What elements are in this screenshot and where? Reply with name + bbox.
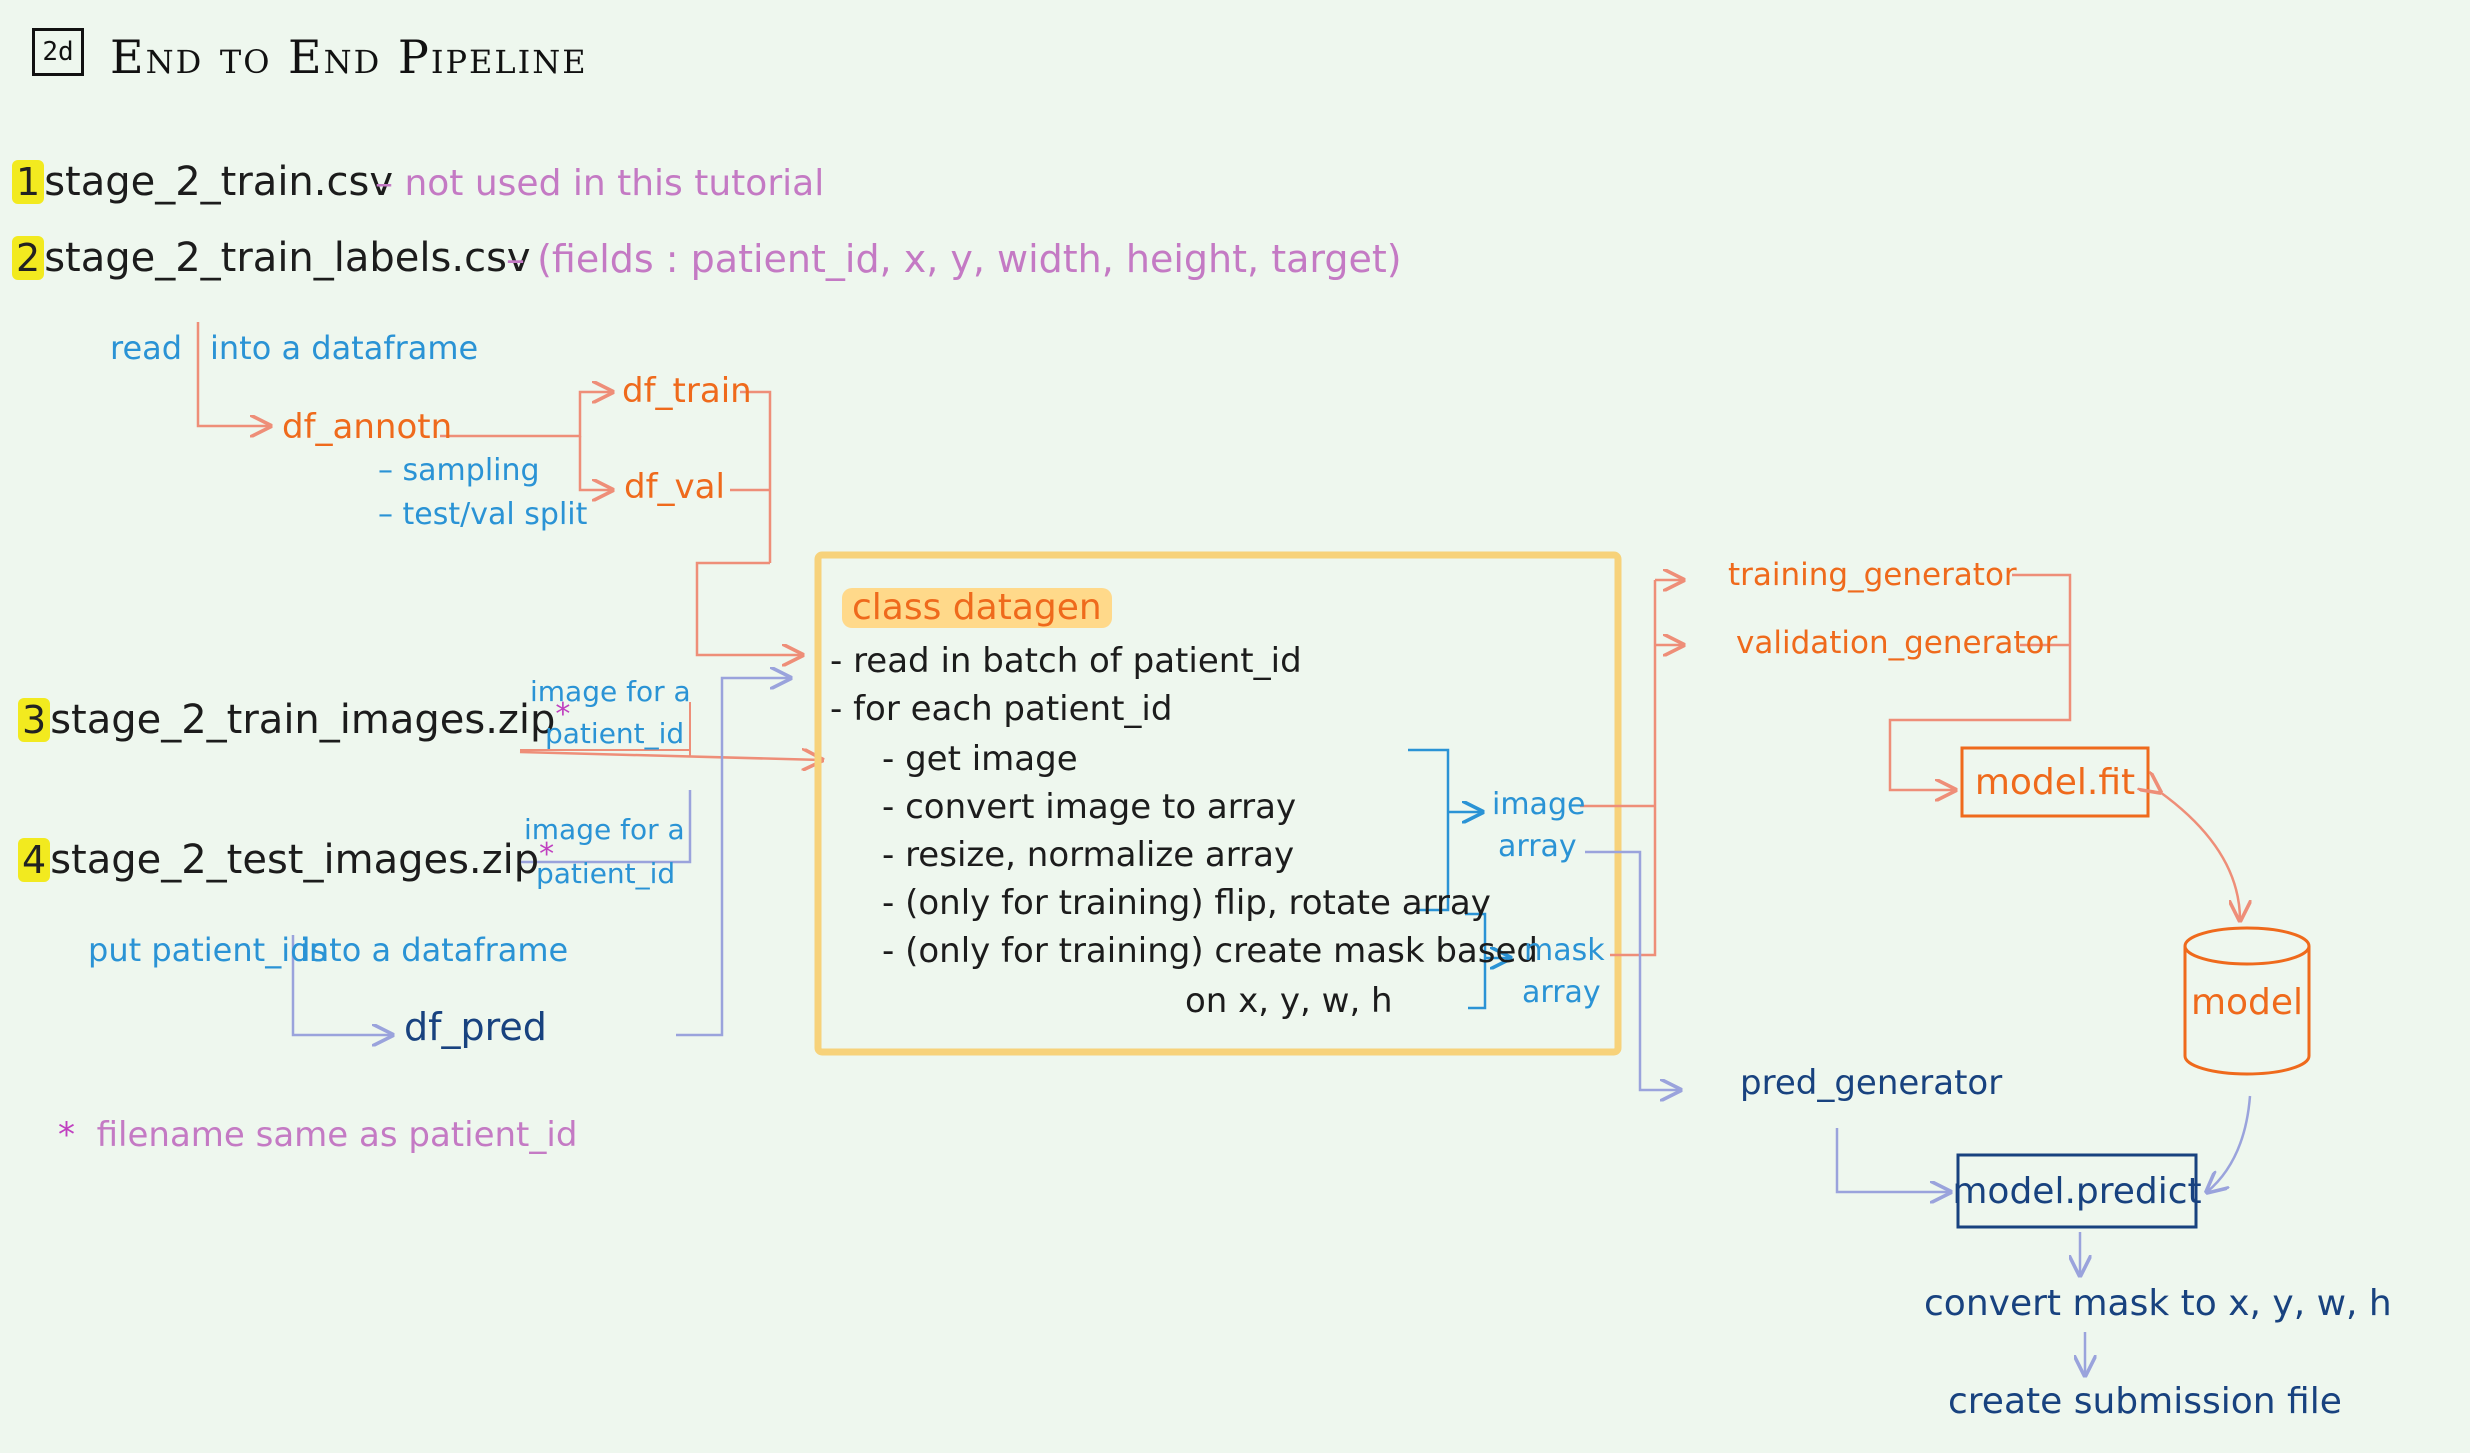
pred-generator: pred_generator xyxy=(1740,1063,2003,1103)
into-dataframe-label: into a dataframe xyxy=(210,329,479,367)
df-train: df_train xyxy=(622,371,752,411)
file-2-number: 2 xyxy=(12,236,45,280)
file-4-note-line1: image for a xyxy=(524,813,685,846)
arrow-labels-to-annotn xyxy=(196,322,270,426)
line-training-generator-out xyxy=(1888,573,2072,790)
pred-into-dataframe-label: into a dataframe xyxy=(300,931,569,969)
file-1-note: – not used in this tutorial xyxy=(375,163,825,204)
line-mask-array-out xyxy=(1610,580,1657,957)
image-array-label-1: image xyxy=(1492,787,1586,822)
line-train-out xyxy=(740,390,772,563)
datagen-line-8: on x, y, w, h xyxy=(1185,981,1393,1021)
datagen-line-6: - (only for training) flip, rotate array xyxy=(882,883,1491,923)
arrow-annotn-to-train xyxy=(440,392,612,438)
split-note: – test/val split xyxy=(378,497,588,532)
convert-mask-step: convert mask to x, y, w, h xyxy=(1924,1283,2392,1324)
file-1-number: 1 xyxy=(12,160,45,204)
file-2-note: – (fields : patient_id, x, y, width, hei… xyxy=(506,237,1402,281)
arrow-annotn-to-val xyxy=(578,436,612,490)
datagen-line-4: - convert image to array xyxy=(882,787,1297,827)
model-cylinder xyxy=(2183,926,2311,1076)
model-label: model xyxy=(2190,981,2304,1023)
model-predict-label: model.predict xyxy=(1952,1170,2202,1212)
line-test-images-note xyxy=(520,790,692,864)
datagen-line-2: - for each patient_id xyxy=(830,689,1173,729)
section-badge: 2d xyxy=(32,28,84,76)
image-array-label-2: array xyxy=(1498,829,1577,864)
validation-generator: validation_generator xyxy=(1736,625,2058,661)
datagen-line-1: - read in batch of patient_id xyxy=(830,641,1302,681)
model-predict-box xyxy=(1956,1153,2198,1229)
bracket-image-array xyxy=(1408,748,1450,912)
footnote-star: * xyxy=(58,1115,75,1155)
arrow-dfpred-to-datagen xyxy=(676,678,790,1037)
file-3-star: * xyxy=(555,697,571,732)
df-annotn: df_annotn xyxy=(282,407,453,447)
datagen-title: class datagen xyxy=(842,588,1112,628)
footnote: * filename same as patient_id xyxy=(58,1118,577,1152)
file-3-number: 3 xyxy=(18,698,51,742)
file-3-name: stage_2_train_images.zip xyxy=(50,697,556,743)
df-pred: df_pred xyxy=(404,1005,547,1049)
datagen-line-3: - get image xyxy=(882,739,1078,779)
arrow-test-to-dfpred xyxy=(291,935,392,1035)
page-title: End to End Pipeline xyxy=(110,30,588,84)
footnote-text: filename same as patient_id xyxy=(96,1115,578,1155)
datagen-line-5: - resize, normalize array xyxy=(882,835,1295,875)
file-3-note-line2: patient_id xyxy=(545,717,685,750)
file-4-star: * xyxy=(539,837,555,872)
datagen-box xyxy=(814,551,1622,1056)
datagen-line-7: - (only for training) create mask based xyxy=(882,931,1538,971)
file-3-note-line1: image for a xyxy=(530,675,691,708)
file-4-name: stage_2_test_images.zip xyxy=(50,837,540,883)
model-fit-label: model.fit xyxy=(1974,761,2136,803)
arrow-model-to-predict xyxy=(2207,1095,2252,1192)
read-label: read xyxy=(110,329,183,367)
bracket-mask-array xyxy=(1465,912,1487,1010)
file-4-number: 4 xyxy=(18,838,51,882)
file-4-note-line2: patient_id xyxy=(536,857,676,890)
arrow-split-to-datagen xyxy=(695,561,802,655)
arrow-predgen-to-predict xyxy=(1835,1128,1950,1192)
sampling-note: – sampling xyxy=(378,453,540,488)
put-patient-ids-label: put patient_ids xyxy=(88,931,328,969)
training-generator: training_generator xyxy=(1728,557,2017,593)
arrow-to-pred-generator xyxy=(1585,850,1680,1090)
mask-array-label-1: mask xyxy=(1524,933,1605,968)
create-submission-step: create submission file xyxy=(1948,1381,2342,1422)
arrow-fit-model xyxy=(2160,792,2240,920)
df-val: df_val xyxy=(624,467,725,507)
arrow-train-images-to-datagen xyxy=(519,752,822,760)
underline-train-images-note xyxy=(520,702,691,756)
file-1-name: stage_2_train.csv xyxy=(44,159,393,205)
mask-array-label-2: array xyxy=(1522,975,1601,1010)
file-2-name: stage_2_train_labels.csv xyxy=(44,235,531,281)
